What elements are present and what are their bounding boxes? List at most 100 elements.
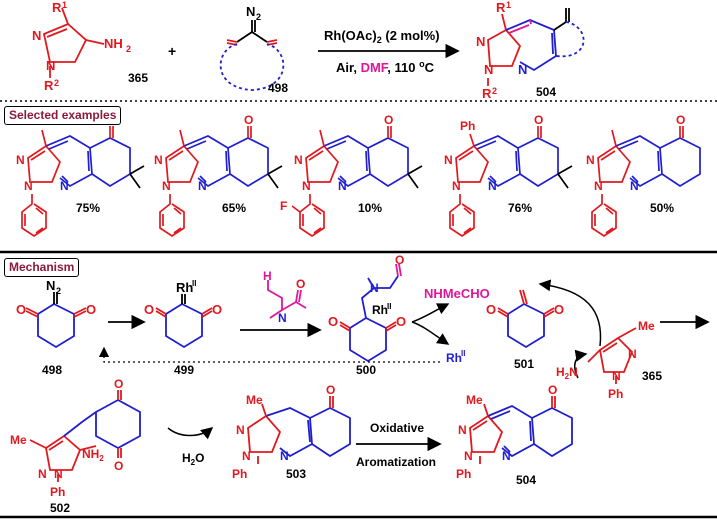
selected-examples-heading: Selected examples	[4, 106, 122, 126]
bond	[517, 137, 559, 188]
o-atom: O	[296, 277, 305, 291]
o-atom: O	[114, 377, 123, 391]
o-atom: O	[144, 302, 154, 317]
n-atom: N	[518, 62, 527, 77]
n-atom: N	[476, 34, 485, 49]
bond	[109, 126, 114, 138]
o-atom: O	[486, 302, 496, 317]
bond	[367, 137, 409, 188]
ph-label: Ph	[456, 467, 471, 481]
bond	[267, 165, 283, 189]
bond	[600, 150, 616, 161]
n2-sub: 2	[256, 12, 261, 22]
atom-label: O	[244, 113, 253, 127]
conditions-label: Air, DMF, 110 oC	[336, 59, 435, 75]
n-atom: N	[38, 467, 47, 481]
bond	[291, 205, 301, 213]
atom-label: O	[384, 113, 393, 127]
plus-sign: +	[168, 43, 176, 59]
o-atom: O	[326, 383, 335, 397]
bond	[162, 207, 182, 234]
bond	[168, 150, 184, 161]
atom-label: N	[594, 179, 603, 193]
bond	[387, 126, 392, 138]
bond	[305, 144, 339, 183]
o-atom: O	[396, 314, 406, 329]
bond	[48, 140, 90, 183]
n-atom: N	[464, 449, 473, 463]
o-atom: O	[548, 383, 557, 397]
atom-label: N	[294, 153, 303, 167]
compound-498-structure	[219, 20, 285, 91]
bond	[308, 150, 324, 161]
bond	[186, 140, 228, 183]
mech-500-structure	[339, 263, 402, 363]
bond	[659, 137, 701, 188]
bond	[299, 194, 325, 238]
n-atom: N	[32, 28, 41, 43]
me-label: Me	[246, 393, 263, 407]
nhmecho-label: NHMeCHO	[424, 286, 490, 301]
rh-release-sup: II	[461, 349, 465, 358]
atom-label: O	[534, 113, 543, 127]
mech-504-structure	[469, 396, 573, 464]
catalyst-label: Rh(OAc)2 (2 mol%)	[324, 28, 440, 45]
mech-501-label: 501	[514, 357, 534, 371]
atom-label: N	[60, 179, 69, 193]
bond	[326, 140, 368, 183]
mech-498-structure	[25, 292, 87, 349]
n-atom: N	[458, 423, 467, 437]
o-atom: O	[395, 253, 404, 267]
bond	[165, 144, 199, 183]
compound-365-label: 365	[128, 71, 148, 85]
r2-sup: 2	[54, 78, 59, 88]
compound-504-label: 504	[536, 85, 556, 99]
bond	[21, 194, 47, 238]
rh-sup: II	[387, 302, 391, 311]
n-atom: N	[502, 449, 511, 463]
bond	[618, 140, 660, 183]
aromatization-label: Aromatization	[356, 455, 436, 469]
atom-label: N	[444, 153, 453, 167]
mech-498-label: 498	[42, 363, 62, 377]
atom-label: N	[302, 179, 311, 193]
o-atom: O	[16, 302, 26, 317]
oxidative-label: Oxidative	[370, 421, 424, 435]
mech-365-structure	[587, 327, 637, 384]
phenyl-label: Ph	[460, 119, 475, 133]
atom-label: O	[676, 113, 685, 127]
atom-label: N	[586, 153, 595, 167]
bond	[323, 135, 371, 188]
atom-label: N	[452, 179, 461, 193]
atom-label: N	[162, 179, 171, 193]
bond	[30, 150, 46, 161]
bond	[227, 137, 269, 188]
n-atom: N	[280, 449, 289, 463]
yield-label: 65%	[222, 201, 246, 215]
fluorine-label: F	[280, 199, 287, 213]
r1-label: R	[52, 0, 62, 15]
n-atom: N	[46, 58, 55, 73]
release-arrow	[411, 321, 450, 345]
n-atom: N	[628, 347, 637, 361]
bond	[591, 194, 617, 238]
rh-label: Rh	[372, 303, 388, 317]
bond	[302, 207, 322, 234]
bond	[679, 126, 684, 138]
mech-504-label: 504	[516, 473, 536, 487]
bond	[594, 207, 614, 234]
bond	[27, 144, 61, 183]
mech-365-label: 365	[642, 369, 662, 383]
rh-release-label: Rh	[446, 351, 462, 365]
mech-499-structure	[155, 294, 213, 349]
water-loss-arrow	[167, 427, 214, 440]
mech-503-label: 503	[286, 467, 306, 481]
bond	[407, 165, 423, 189]
water-label: H2O	[182, 451, 204, 467]
n-atom: N	[370, 281, 379, 295]
mech-n2-label: N	[46, 278, 55, 293]
yield-label: 76%	[508, 201, 532, 215]
